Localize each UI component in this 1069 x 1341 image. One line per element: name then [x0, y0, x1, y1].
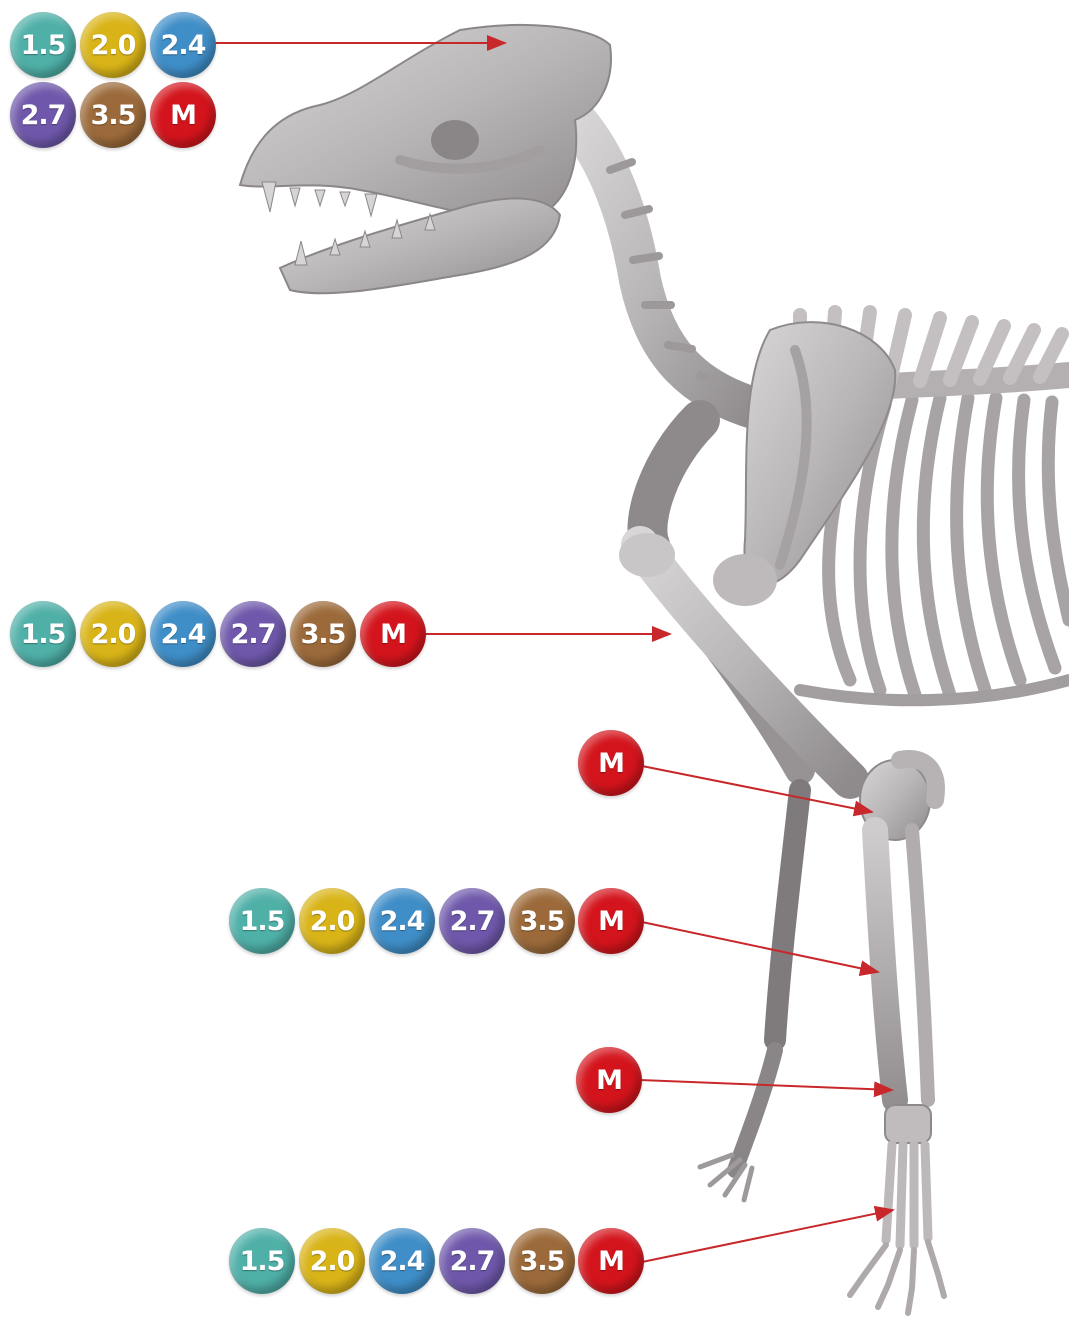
size-badge-2-7: 2.7	[220, 601, 286, 667]
size-badge-3-5: 3.5	[509, 1228, 575, 1294]
sternum	[800, 680, 1069, 700]
size-badge-1-5: 1.5	[10, 12, 76, 78]
size-badge-2-4: 2.4	[150, 12, 216, 78]
size-badge-1-5: 1.5	[229, 888, 295, 954]
size-badge-m: M	[576, 1047, 642, 1113]
size-badge-2-7: 2.7	[439, 1228, 505, 1294]
size-badge-m: M	[578, 888, 644, 954]
size-badge-3-5: 3.5	[80, 82, 146, 148]
size-badge-3-5: 3.5	[509, 888, 575, 954]
metacarpals	[886, 1145, 928, 1245]
size-badge-2-0: 2.0	[299, 1228, 365, 1294]
radius-ulna	[875, 830, 928, 1100]
carpus	[885, 1105, 931, 1143]
skull	[240, 25, 611, 293]
size-badge-2-7: 2.7	[439, 888, 505, 954]
size-badge-2-7: 2.7	[10, 82, 76, 148]
size-badge-2-4: 2.4	[369, 888, 435, 954]
size-badge-2-4: 2.4	[150, 601, 216, 667]
cervical-spine	[575, 120, 760, 410]
size-badge-m: M	[578, 1228, 644, 1294]
size-badge-2-4: 2.4	[369, 1228, 435, 1294]
size-badge-2-0: 2.0	[299, 888, 365, 954]
size-badge-2-0: 2.0	[80, 12, 146, 78]
size-badge-m: M	[150, 82, 216, 148]
size-badge-1-5: 1.5	[229, 1228, 295, 1294]
size-badge-m: M	[578, 730, 644, 796]
size-badge-1-5: 1.5	[10, 601, 76, 667]
phalanges	[850, 1242, 944, 1313]
size-badge-3-5: 3.5	[290, 601, 356, 667]
mandible	[280, 198, 560, 293]
size-badge-2-0: 2.0	[80, 601, 146, 667]
size-badge-m: M	[360, 601, 426, 667]
